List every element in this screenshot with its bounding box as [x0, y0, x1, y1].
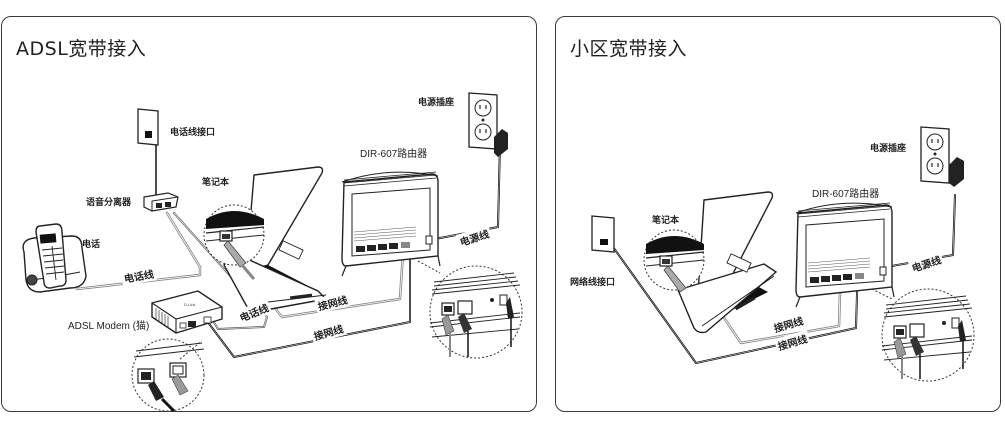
voice-splitter: [143, 192, 179, 212]
router-port-zoom: [417, 260, 523, 359]
laptop-port-zoom: [643, 229, 705, 293]
adsl-access-panel: ADSL宽带接入: [1, 16, 537, 413]
label-router: DIR-607路由器: [360, 149, 428, 160]
label-laptop: 笔记本: [652, 216, 680, 226]
phone-wall-jack: [137, 108, 159, 146]
router: [341, 171, 441, 277]
power-cable: [883, 194, 956, 268]
network-wall-jack: [591, 215, 615, 253]
label-wall-jack: 网络线接口: [570, 278, 616, 288]
label-splitter: 语音分离器: [86, 198, 132, 208]
label-power-outlet: 电源插座: [418, 98, 455, 108]
modem-port-zoom: [131, 338, 205, 413]
svg-text:D-Link: D-Link: [184, 302, 196, 307]
adsl-diagram-illustration: D-Link: [22, 92, 523, 413]
panel-title-community: 小区宽带接入: [570, 38, 688, 60]
label-phone-jack: 电话线接口: [170, 128, 216, 138]
router-port-zoom: [871, 288, 975, 382]
label-power-outlet: 电源插座: [870, 144, 907, 154]
label-router: DIR-607路由器: [812, 189, 880, 200]
community-access-panel: 小区宽带接入: [555, 16, 1001, 412]
power-adapter: [494, 129, 508, 157]
adsl-modem: D-Link: [151, 290, 223, 334]
label-laptop: 笔记本: [202, 178, 230, 188]
laptop: [203, 166, 328, 313]
label-phone: 电话: [82, 240, 101, 250]
power-adapter: [949, 157, 964, 187]
cordless-phone: [22, 223, 87, 293]
power-outlet: [920, 126, 950, 184]
community-diagram-illustration: [591, 126, 975, 382]
label-modem: ADSL Modem (猫): [68, 321, 150, 332]
laptop-port-zoom: [203, 204, 265, 280]
router: [795, 202, 895, 308]
laptop: [643, 191, 778, 334]
panel-title-adsl: ADSL宽带接入: [16, 38, 147, 60]
power-cable: [431, 142, 501, 240]
power-outlet: [468, 92, 498, 150]
